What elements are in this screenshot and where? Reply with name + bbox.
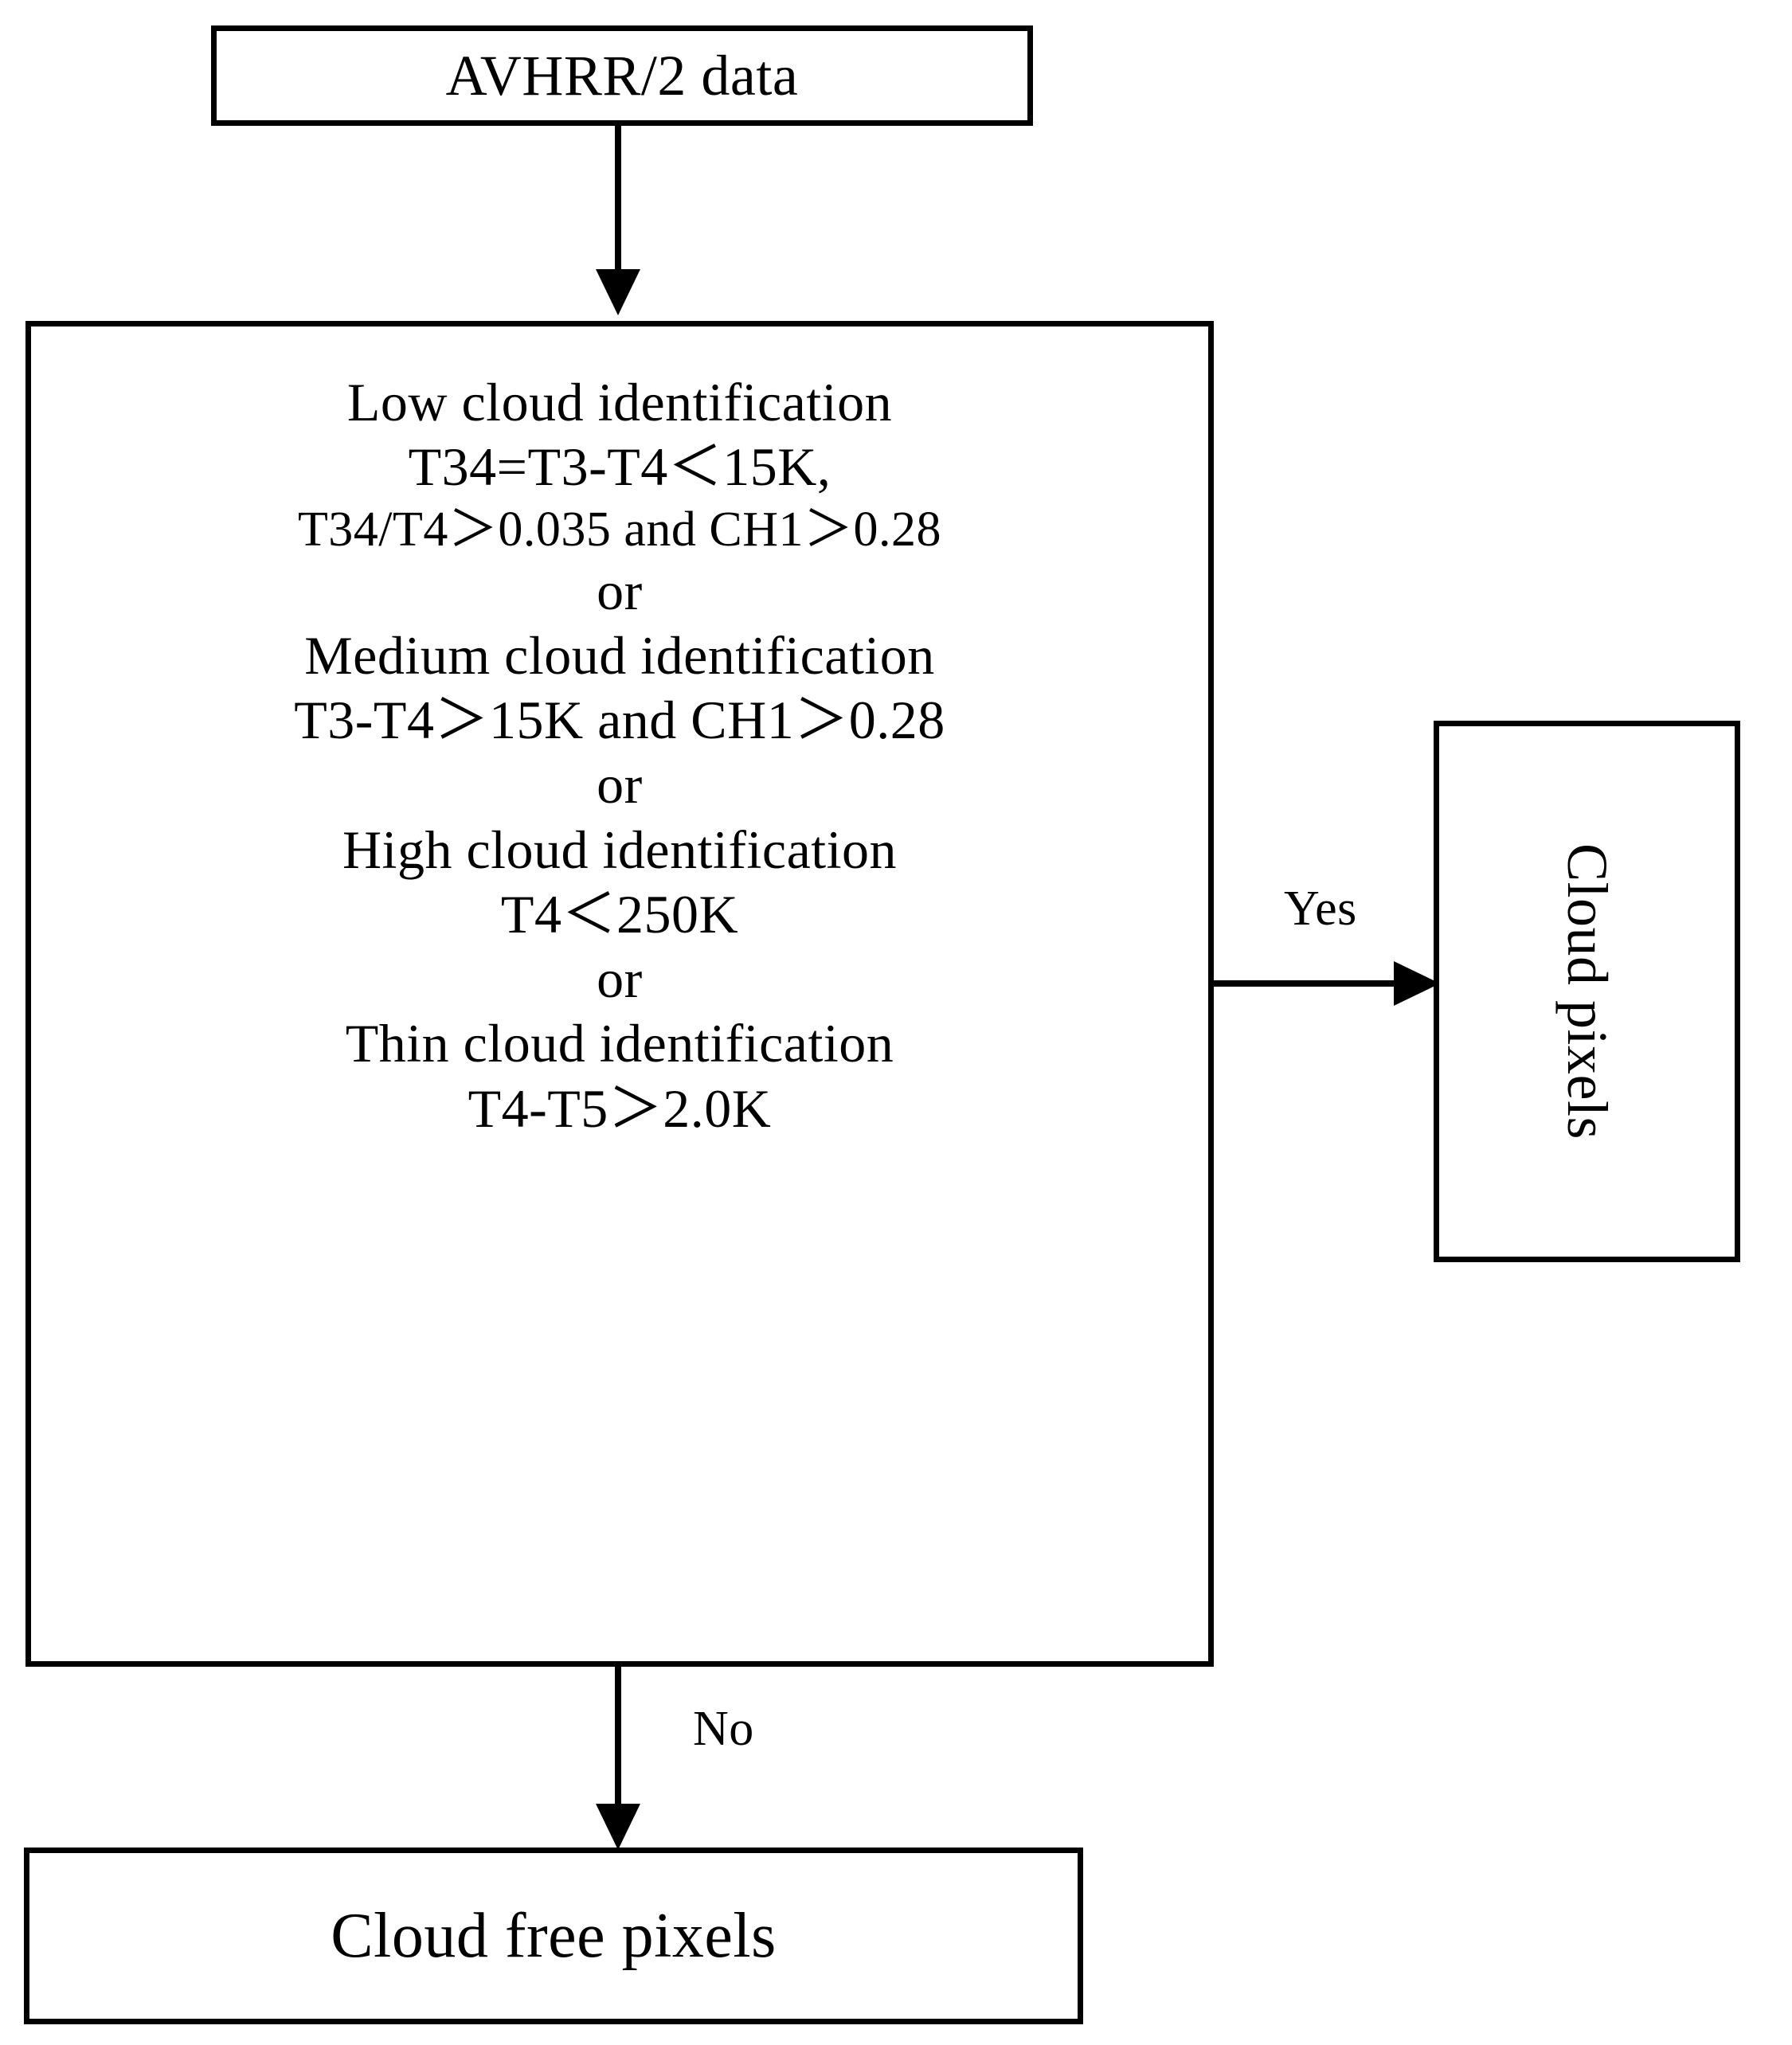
decision-line-4: or xyxy=(597,560,643,621)
decision-text-block: Low cloud identification T34=T3-T4＜15K, … xyxy=(31,326,1208,1141)
decision-line-9: T4＜250K xyxy=(500,883,739,944)
node-cloud-pixels: Cloud pixels xyxy=(1434,721,1740,1262)
decision-line-8: High cloud identification xyxy=(342,819,898,880)
decision-line-5: Medium cloud identification xyxy=(304,624,935,686)
connector-decision-to-cloud-pixels-arrowhead-icon xyxy=(1394,961,1440,1006)
decision-line-7: or xyxy=(597,754,643,815)
connector-decision-to-cloud-free-arrowhead-icon xyxy=(596,1804,640,1850)
node-input-label: AVHRR/2 data xyxy=(445,44,799,108)
connector-decision-to-cloud-pixels-line xyxy=(1214,980,1399,987)
connector-input-to-decision-line xyxy=(615,126,621,269)
decision-line-6: T3-T4＞15K and CH1＞0.28 xyxy=(294,690,945,751)
edge-label-no: No xyxy=(693,1702,754,1756)
connector-input-to-decision-arrowhead-icon xyxy=(596,269,640,315)
node-cloud-pixels-label: Cloud pixels xyxy=(1555,843,1619,1140)
decision-line-12: T4-T5＞2.0K xyxy=(468,1077,772,1139)
connector-decision-to-cloud-free-line xyxy=(615,1667,621,1808)
node-cloud-identification-decision: Low cloud identification T34=T3-T4＜15K, … xyxy=(25,321,1214,1667)
edge-label-yes: Yes xyxy=(1284,882,1357,936)
decision-line-2: T34=T3-T4＜15K, xyxy=(408,436,831,498)
decision-line-1: Low cloud identification xyxy=(346,372,893,432)
node-input-avhrr-data: AVHRR/2 data xyxy=(211,25,1033,126)
node-cloud-free-pixels: Cloud free pixels xyxy=(24,1848,1083,2024)
decision-line-3: T34/T4＞0.035 and CH1＞0.28 xyxy=(297,502,942,557)
node-cloud-free-pixels-label: Cloud free pixels xyxy=(331,1901,777,1971)
decision-line-10: or xyxy=(597,948,643,1010)
decision-line-11: Thin cloud identification xyxy=(345,1013,894,1074)
